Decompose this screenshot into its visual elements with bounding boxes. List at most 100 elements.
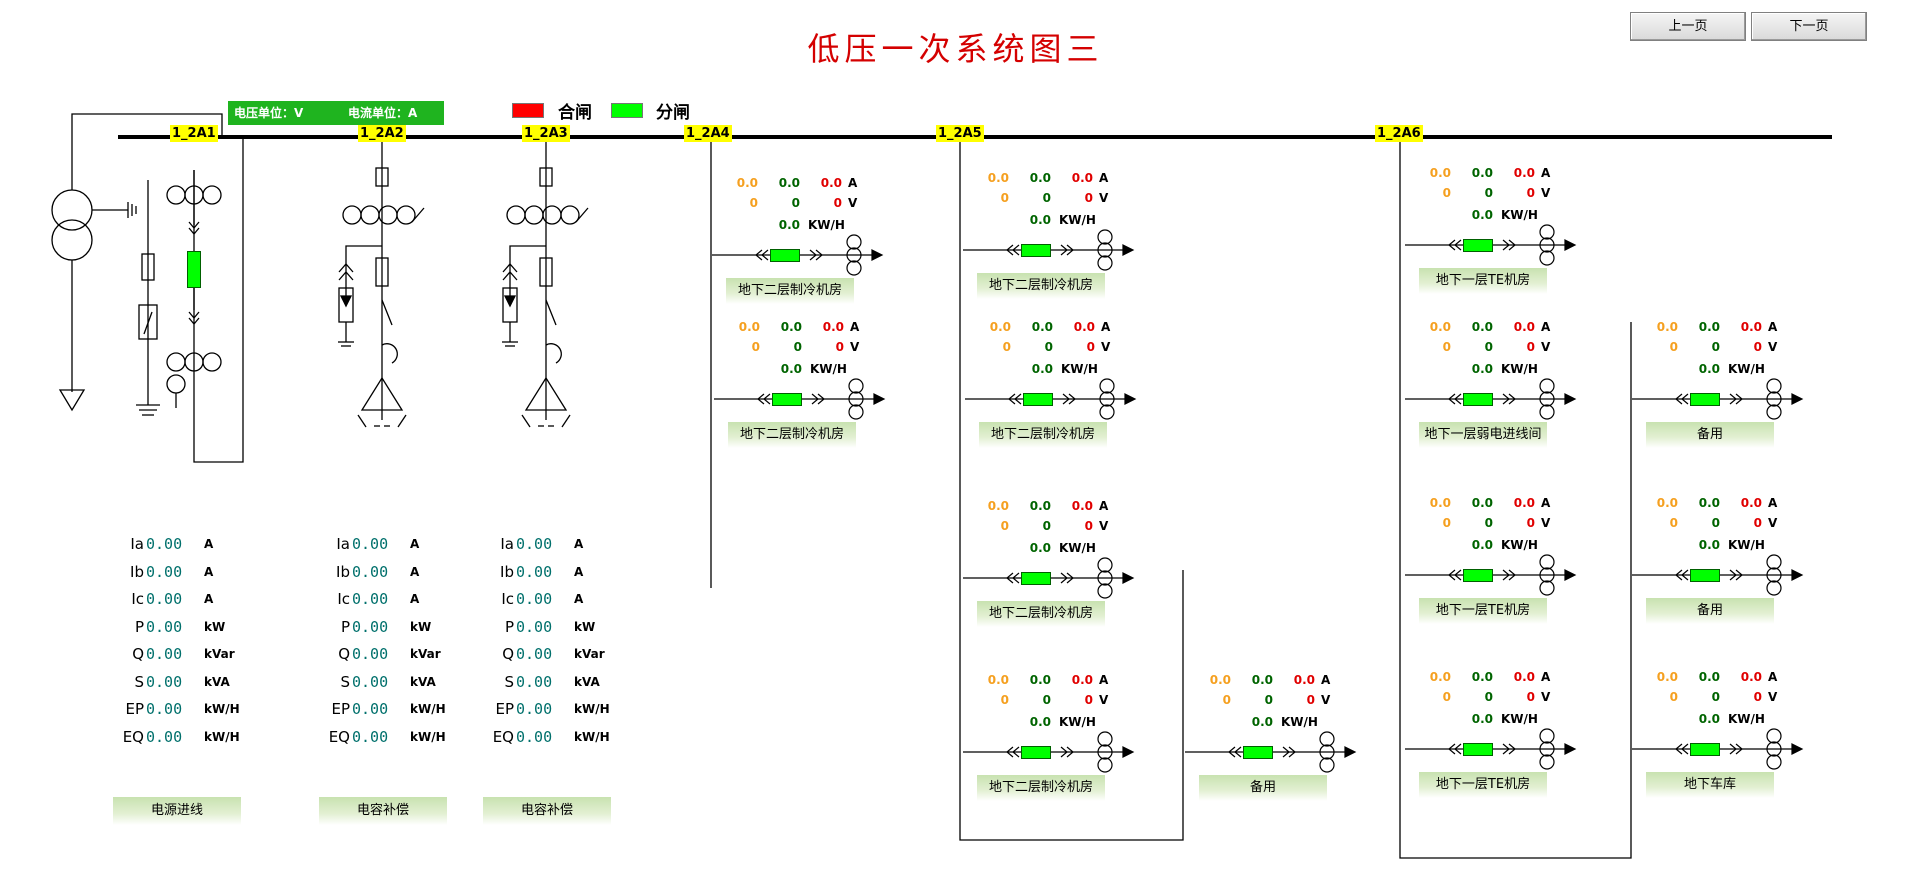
measurement-label: EP bbox=[125, 700, 144, 718]
feeder-voltage-value: 0 bbox=[1222, 693, 1231, 707]
bus-tag: 1_2A4 bbox=[684, 125, 732, 142]
measurement-row: Q 0.00 kVar bbox=[470, 645, 630, 667]
feeder-name-label[interactable]: 备用 bbox=[1646, 598, 1774, 624]
feeder-current-value: 0.0 bbox=[778, 176, 800, 190]
measurement-value: 0.00 bbox=[146, 590, 183, 608]
measurement-row: Ic 0.00 A bbox=[470, 590, 630, 612]
feeder-current-value: 0.0 bbox=[1471, 670, 1493, 684]
next-page-button[interactable]: 下一页 bbox=[1751, 12, 1867, 41]
feeder-name-label[interactable]: 地下二层制冷机房 bbox=[977, 601, 1105, 627]
measurement-value: 0.00 bbox=[516, 535, 553, 553]
measurement-label: EP bbox=[331, 700, 350, 718]
feeder-current-value: 0.0 bbox=[1740, 496, 1762, 510]
feeder-breaker-switch[interactable] bbox=[1463, 569, 1493, 582]
feeder-current-value: 0.0 bbox=[1293, 673, 1315, 687]
feeder-breaker-switch[interactable] bbox=[1463, 743, 1493, 756]
feeder-name-label[interactable]: 地下二层制冷机房 bbox=[728, 422, 856, 448]
measurement-unit: kVA bbox=[574, 674, 600, 689]
feeder-energy-value: 0.0 bbox=[1698, 538, 1720, 552]
measurement-row: Ia 0.00 A bbox=[470, 535, 630, 557]
measurement-label: Ib bbox=[336, 562, 350, 581]
measurement-row: P 0.00 kW bbox=[470, 618, 630, 640]
measurement-label: P bbox=[340, 617, 350, 636]
feeder-name-label[interactable]: 地下一层TE机房 bbox=[1419, 268, 1547, 294]
feeder-name-label[interactable]: 地下一层弱电进线间 bbox=[1419, 422, 1547, 448]
measurement-unit: kVar bbox=[204, 647, 235, 661]
feeder-name-label[interactable]: 地下二层制冷机房 bbox=[979, 422, 1107, 448]
feeder-name-label[interactable]: 地下二层制冷机房 bbox=[977, 775, 1105, 801]
feeder-current-unit: A bbox=[1541, 320, 1551, 334]
feeder-current-value: 0.0 bbox=[1251, 673, 1273, 687]
feeder-breaker-switch[interactable] bbox=[1023, 393, 1053, 406]
feeder-current-value: 0.0 bbox=[780, 320, 802, 334]
incoming-breaker-switch[interactable] bbox=[187, 251, 201, 288]
feeder-current-value: 0.0 bbox=[1071, 171, 1093, 185]
feeder-voltage-value: 0 bbox=[1753, 340, 1762, 354]
feeder-voltage-value: 0 bbox=[1526, 516, 1535, 530]
feeder-breaker-switch[interactable] bbox=[1690, 393, 1720, 406]
feeder-breaker-switch[interactable] bbox=[1463, 239, 1493, 252]
feeder-voltage-unit: V bbox=[848, 196, 858, 210]
feeder-energy-value: 0.0 bbox=[1471, 362, 1493, 376]
bus-tag: 1_2A1 bbox=[170, 125, 218, 142]
feeder-current-value: 0.0 bbox=[1656, 670, 1678, 684]
feeder-voltage-unit: V bbox=[1321, 693, 1331, 707]
feeder-voltage-value: 0 bbox=[1084, 519, 1093, 533]
feeder-voltage-value: 0 bbox=[1526, 690, 1535, 704]
feeder-name-label[interactable]: 备用 bbox=[1199, 775, 1327, 801]
feeder-voltage-value: 0 bbox=[1042, 191, 1051, 205]
feeder-energy-unit: KW/H bbox=[1728, 712, 1765, 726]
feeder-current-unit: A bbox=[1099, 673, 1109, 687]
feeder-name-label[interactable]: 地下一层TE机房 bbox=[1419, 772, 1547, 798]
feeder-breaker-switch[interactable] bbox=[1243, 746, 1273, 759]
feeder-current-unit: A bbox=[1101, 320, 1111, 334]
feeder-breaker-switch[interactable] bbox=[1021, 572, 1051, 585]
measurement-panel: Ia 0.00 A Ib 0.00 A Ic 0.00 A P 0.00 kW … bbox=[306, 535, 466, 755]
measurement-row: S 0.00 kVA bbox=[470, 673, 630, 695]
measurement-label: EQ bbox=[122, 727, 144, 746]
circuit-name-label[interactable]: 电源进线 bbox=[113, 797, 241, 825]
feeder-breaker-switch[interactable] bbox=[772, 393, 802, 406]
measurement-row: Ia 0.00 A bbox=[306, 535, 466, 557]
feeder-name-label[interactable]: 备用 bbox=[1646, 422, 1774, 448]
measurement-unit: A bbox=[574, 592, 584, 606]
circuit-name-label[interactable]: 电容补偿 bbox=[483, 797, 611, 825]
feeder-name-label[interactable]: 地下车库 bbox=[1646, 772, 1774, 798]
feeder-current-value: 0.0 bbox=[989, 320, 1011, 334]
feeder-breaker-switch[interactable] bbox=[1690, 743, 1720, 756]
feeder-energy-unit: KW/H bbox=[810, 362, 847, 376]
measurement-row: P 0.00 kW bbox=[100, 618, 260, 640]
measurement-row: Ib 0.00 A bbox=[100, 563, 260, 585]
feeder-breaker-switch[interactable] bbox=[1021, 244, 1051, 257]
feeder-current-value: 0.0 bbox=[1029, 499, 1051, 513]
feeder-voltage-value: 0 bbox=[751, 340, 760, 354]
feeder-energy-value: 0.0 bbox=[1698, 712, 1720, 726]
feeder-name-label[interactable]: 地下二层制冷机房 bbox=[977, 273, 1105, 299]
feeder-current-value: 0.0 bbox=[1029, 171, 1051, 185]
feeder-current-unit: A bbox=[1768, 496, 1778, 510]
feeder-voltage-value: 0 bbox=[1669, 340, 1678, 354]
circuit-name-label[interactable]: 电容补偿 bbox=[319, 797, 447, 825]
feeder-breaker-switch[interactable] bbox=[770, 249, 800, 262]
feeder-name-label[interactable]: 地下一层TE机房 bbox=[1419, 598, 1547, 624]
measurement-unit: kW bbox=[574, 619, 596, 634]
measurement-row: EQ 0.00 kW/H bbox=[306, 728, 466, 750]
feeder-energy-value: 0.0 bbox=[1029, 541, 1051, 555]
feeder-current-unit: A bbox=[850, 320, 860, 334]
feeder-name-label[interactable]: 地下二层制冷机房 bbox=[726, 278, 854, 304]
feeder-breaker-switch[interactable] bbox=[1463, 393, 1493, 406]
feeder-voltage-value: 0 bbox=[1084, 693, 1093, 707]
feeder-breaker-switch[interactable] bbox=[1690, 569, 1720, 582]
measurement-label: Ia bbox=[130, 535, 144, 553]
measurement-value: 0.00 bbox=[352, 672, 389, 691]
feeder-voltage-value: 0 bbox=[1000, 519, 1009, 533]
bus-tag: 1_2A5 bbox=[936, 125, 984, 142]
feeder-current-value: 0.0 bbox=[1513, 320, 1535, 334]
feeder-breaker-switch[interactable] bbox=[1021, 746, 1051, 759]
prev-page-button[interactable]: 上一页 bbox=[1630, 12, 1746, 41]
